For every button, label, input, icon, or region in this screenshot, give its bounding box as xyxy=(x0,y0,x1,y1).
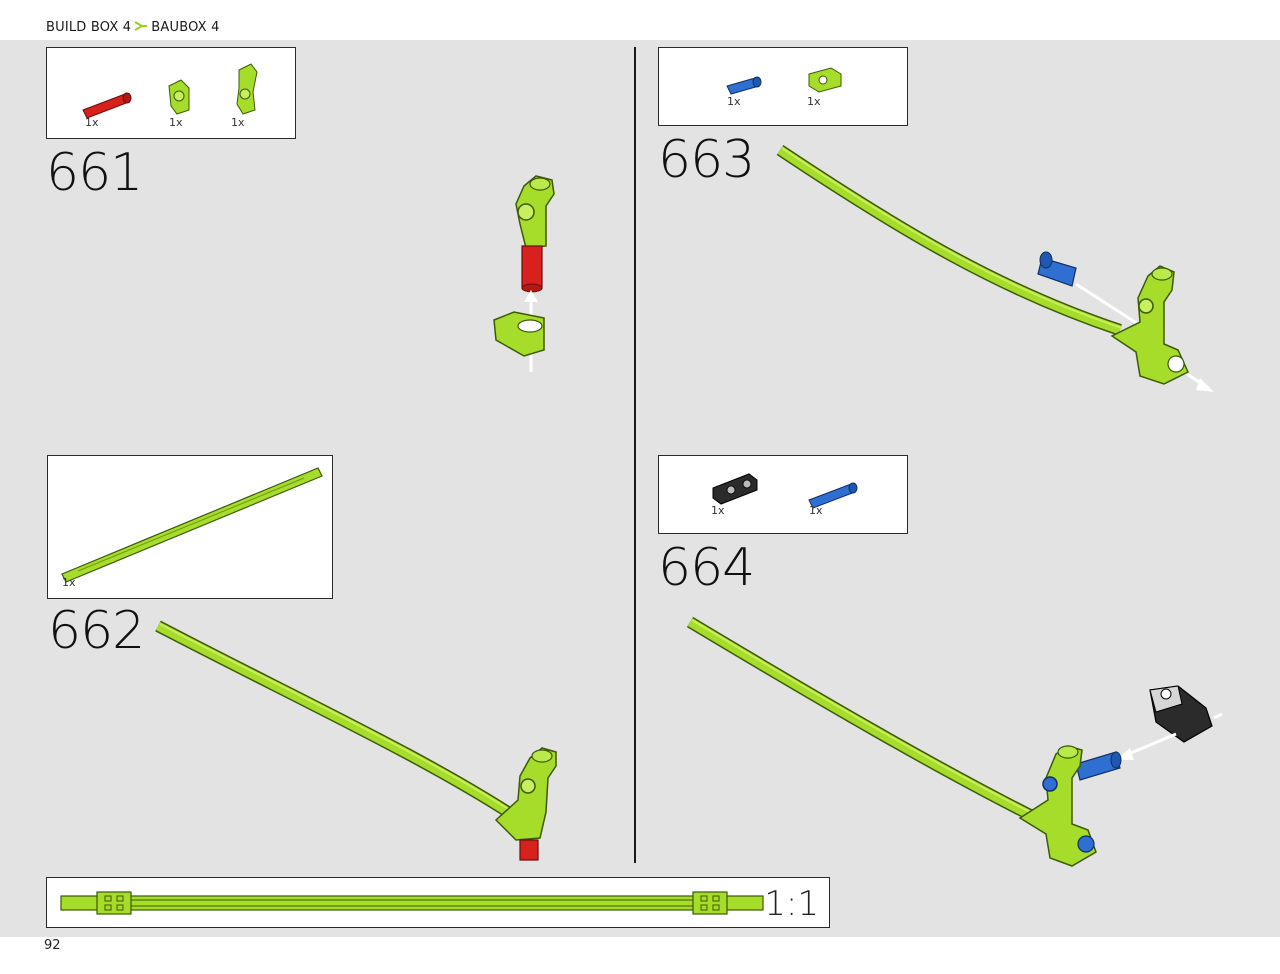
part-qty: 1x xyxy=(231,116,245,129)
lime-cross-block-icon xyxy=(808,67,842,93)
part-qty: 1x xyxy=(711,504,725,517)
part-qty: 1x xyxy=(809,504,823,517)
lime-connector-icon xyxy=(168,79,190,115)
parts-662-drawing xyxy=(61,467,323,583)
step-number-662: 662 xyxy=(48,601,145,661)
parts-663-drawing xyxy=(726,67,842,95)
part-qty: 1x xyxy=(62,576,76,589)
flex-axle-scale-drawing xyxy=(60,891,764,915)
parts-callout-663: 1x 1x xyxy=(658,47,908,126)
lime-flex-axle-icon xyxy=(61,467,323,583)
scale-reference-box: 1:1 xyxy=(46,877,830,928)
parts-callout-661: 1x 1x 1x xyxy=(46,47,296,139)
blue-pin-icon xyxy=(726,76,762,95)
parts-664-drawing xyxy=(712,473,858,509)
breadcrumb: BUILD BOX 4 BAUBOX 4 xyxy=(46,20,220,35)
black-cross-block-icon xyxy=(712,473,758,505)
breadcrumb-build-box: BUILD BOX 4 xyxy=(46,20,132,35)
parts-callout-662: 1x xyxy=(47,455,333,599)
breadcrumb-baubox: BAUBOX 4 xyxy=(151,20,220,35)
part-qty: 1x xyxy=(807,95,821,108)
scale-label: 1:1 xyxy=(764,884,819,924)
blue-long-pin-icon xyxy=(808,482,858,509)
page-number: 92 xyxy=(44,938,61,953)
part-qty: 1x xyxy=(727,95,741,108)
step-number-661: 661 xyxy=(46,143,143,203)
part-qty: 1x xyxy=(169,116,183,129)
column-divider xyxy=(634,47,636,863)
lime-flex-axle-scale-icon xyxy=(60,891,764,915)
step-number-663: 663 xyxy=(658,130,755,190)
parts-callout-664: 1x 1x xyxy=(658,455,908,534)
part-qty: 1x xyxy=(85,116,99,129)
step-number-664: 664 xyxy=(658,538,755,598)
lime-angle-connector-icon xyxy=(236,63,258,115)
red-axle-pin-icon xyxy=(82,92,132,119)
parts-661-drawing xyxy=(82,63,258,119)
chevron-arrow-icon xyxy=(134,21,148,31)
